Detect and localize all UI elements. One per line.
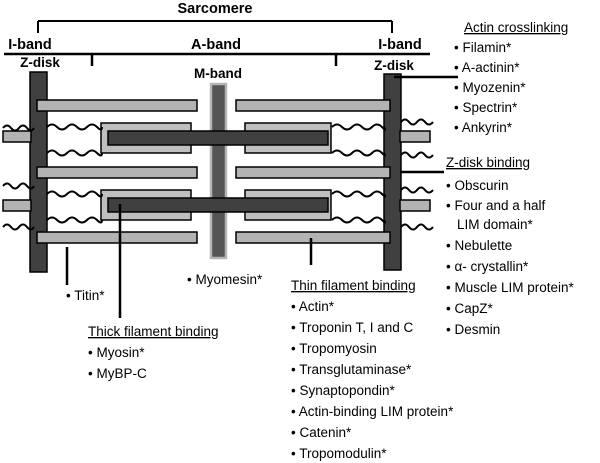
list-item: • Four and a half [446, 198, 546, 213]
list-item: • Myozenin* [454, 80, 526, 95]
titin-label: • Titin* [66, 288, 105, 303]
thin-filament [235, 99, 391, 112]
z-disk-right-label: Z-disk [374, 58, 414, 73]
thin-filament-binding-group: Thin filament binding • Actin* • Troponi… [291, 278, 454, 461]
list-item: • Catenin* [291, 425, 352, 440]
actin-crosslinking-group: Actin crosslinking • Filamin* • A-actini… [454, 20, 568, 135]
side-stubs [2, 130, 431, 212]
titin-springs [2, 118, 434, 231]
thick-filaments [107, 130, 329, 213]
list-item: • α- crystallin* [446, 259, 529, 274]
list-item: • Filamin* [454, 40, 512, 55]
list-item: • Muscle LIM protein* [446, 280, 575, 295]
list-item: • Actin* [291, 299, 335, 314]
band-brackets [4, 52, 430, 66]
i-band-right-label: I-band [378, 37, 422, 53]
list-item: • Actin-binding LIM protein* [291, 404, 454, 419]
i-band-left-label: I-band [8, 37, 52, 53]
list-item: • Obscurin [446, 178, 509, 193]
m-band [209, 82, 228, 260]
sarcomere-bracket [37, 20, 393, 33]
list-item: • Troponin T, I and C [291, 320, 414, 335]
group-title: Thick filament binding [88, 324, 219, 339]
list-item: • MyBP-C [88, 366, 147, 381]
group-title: Z-disk binding [446, 155, 530, 170]
list-item: LIM domain* [457, 217, 534, 232]
thin-filament [36, 99, 198, 112]
list-item: • A-actinin* [454, 60, 520, 75]
thin-filaments [36, 99, 391, 244]
myomesin-label: • Myomesin* [187, 272, 263, 287]
list-item: • Spectrin* [454, 100, 518, 115]
list-item: • Ankyrin* [454, 120, 513, 135]
thin-filament [235, 166, 391, 179]
z-disk-binding-group: Z-disk binding • Obscurin • Four and a h… [446, 155, 575, 337]
sarcomere-label: Sarcomere [178, 1, 253, 17]
list-item: • Nebulette [446, 238, 512, 253]
list-item: • Transglutaminase* [291, 362, 412, 377]
thick-filament [107, 197, 329, 213]
list-item: • Tropomodulin* [291, 446, 387, 461]
list-item: • Synaptopondin* [291, 383, 396, 398]
thin-filament [36, 166, 198, 179]
list-item: • Desmin [446, 322, 500, 337]
list-item: • CapZ* [446, 301, 493, 316]
a-band-label: A-band [191, 37, 241, 53]
z-disk-left-label: Z-disk [20, 55, 60, 70]
pointer-lines [65, 75, 458, 318]
thick-filament-binding-group: Thick filament binding • Myosin* • MyBP-… [88, 324, 219, 381]
group-title: Thin filament binding [291, 278, 416, 293]
thin-filament [235, 231, 391, 244]
thin-filament [36, 231, 198, 244]
list-item: • Tropomyosin [291, 341, 377, 356]
m-band-label: M-band [194, 66, 242, 81]
group-title: Actin crosslinking [464, 20, 568, 35]
thick-filament [107, 130, 329, 146]
list-item: • Myosin* [88, 345, 145, 360]
